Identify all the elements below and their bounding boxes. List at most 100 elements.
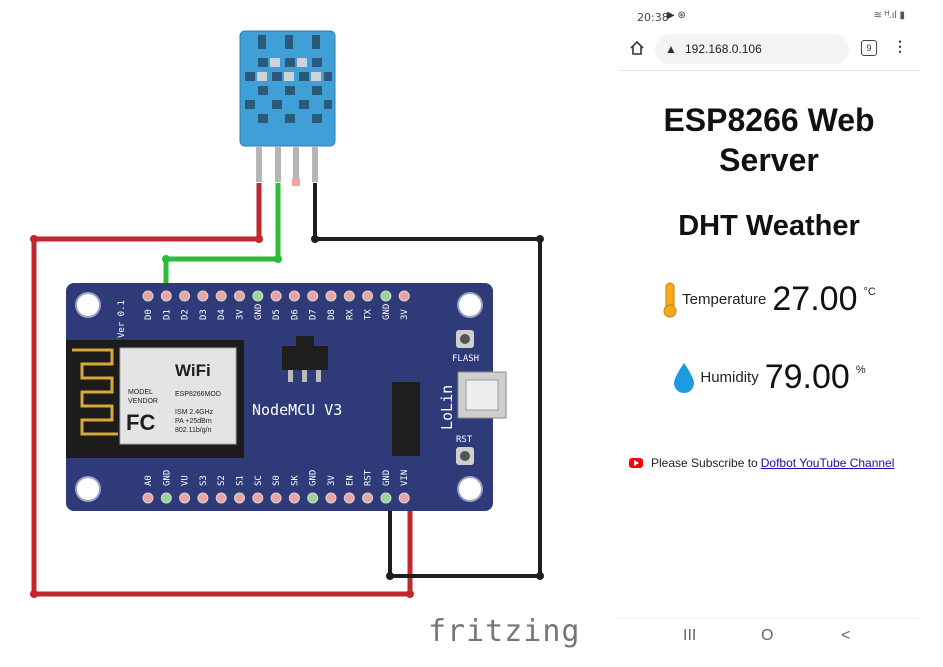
top-pin (270, 290, 282, 302)
signal-battery-icons: ≋ ᴴ.ıl ▮ (873, 10, 905, 21)
top-pin (362, 290, 374, 302)
top-pin (197, 290, 209, 302)
humidity-row: Humidity 79.00 % (619, 358, 919, 397)
top-pin-label: GND (254, 304, 264, 320)
toolbar-divider (619, 70, 919, 71)
top-pin (215, 290, 227, 302)
top-pin (380, 290, 392, 302)
bottom-pin-label: 3V (327, 475, 337, 486)
bottom-pin-label: RST (364, 469, 374, 486)
bottom-pin (325, 492, 337, 504)
phone-screen: 20:38 ▶ ⊛ ≋ ᴴ.ıl ▮ ▲ 192.168.0.106 9 ⋮ E… (619, 0, 919, 662)
wire-green (163, 183, 281, 296)
top-pin-label: GND (382, 304, 392, 320)
top-pin-label: RX (345, 309, 355, 320)
version-label: Ver 0.1 (117, 300, 127, 338)
top-pin-label: D7 (309, 309, 319, 320)
humidity-value: 79.00 (764, 358, 850, 396)
rst-label: RST (456, 435, 473, 445)
bottom-pin (270, 492, 282, 504)
recents-button[interactable]: III (683, 627, 697, 644)
page-title-line-1: ESP8266 Web (663, 102, 875, 138)
humidity-unit: % (855, 364, 866, 376)
page-title-line-2: Server (719, 142, 819, 178)
bottom-pin (380, 492, 392, 504)
youtube-icon (629, 458, 643, 468)
notification-icons: ▶ ⊛ (667, 10, 686, 21)
bottom-pin-label: S3 (199, 475, 209, 486)
wire-red (31, 183, 413, 597)
top-pin (398, 290, 410, 302)
thermometer-icon (663, 282, 677, 317)
module-line-4: ISM 2.4GHz (175, 409, 214, 416)
browser-toolbar: ▲ 192.168.0.106 9 ⋮ (619, 34, 919, 68)
module-line-1: MODEL (128, 389, 153, 396)
temperature-value: 27.00 (772, 280, 858, 318)
wifi-logo-text: WiFi (175, 361, 211, 380)
top-pin-label: TX (364, 309, 374, 320)
android-nav-bar: III O < (619, 618, 919, 663)
top-pin-label: D4 (217, 309, 227, 320)
temperature-unit: °C (863, 286, 876, 298)
top-pin-label: D8 (327, 309, 337, 320)
subscribe-text: Please Subscribe to (651, 456, 758, 470)
bottom-pin (160, 492, 172, 504)
tab-switcher-button[interactable]: 9 (861, 40, 877, 56)
bottom-pin (398, 492, 410, 504)
bottom-pin-label: A0 (144, 475, 154, 486)
address-bar[interactable]: ▲ 192.168.0.106 (655, 34, 849, 64)
bottom-pin (179, 492, 191, 504)
humidity-label: Humidity (700, 369, 759, 386)
top-pin (234, 290, 245, 302)
home-button[interactable]: O (761, 627, 774, 644)
bottom-pin (215, 492, 227, 504)
bottom-pin (307, 492, 319, 504)
bottom-pin-label: GND (162, 470, 172, 486)
overflow-menu-icon[interactable]: ⋮ (893, 38, 907, 54)
dht11-sensor (239, 30, 336, 186)
bottom-pin-label: S1 (236, 475, 246, 486)
top-pin (325, 290, 337, 302)
droplet-icon (674, 362, 695, 393)
module-line-6: 802.11b/g/n (175, 427, 212, 434)
home-icon[interactable] (629, 40, 645, 56)
top-pin (179, 290, 191, 302)
module-line-3: ESP8266MOD (175, 391, 221, 398)
status-bar: 20:38 ▶ ⊛ ≋ ᴴ.ıl ▮ (619, 0, 919, 34)
bottom-pin (234, 492, 245, 504)
url-text: 192.168.0.106 (685, 42, 762, 56)
top-pin-label: D1 (162, 309, 172, 320)
bottom-pin (197, 492, 209, 504)
bottom-pin-label: EN (345, 475, 355, 486)
top-pin (307, 290, 319, 302)
status-time: 20:38 (637, 11, 669, 24)
warning-icon[interactable]: ▲ (665, 42, 677, 56)
bottom-pin-label: VIN (400, 470, 410, 486)
youtube-channel-link[interactable]: Dofbot YouTube Channel (760, 456, 895, 470)
top-pin (288, 290, 300, 302)
top-pin-label: D5 (272, 309, 282, 320)
top-pin-label: 3V (400, 309, 410, 320)
top-pin (343, 290, 355, 302)
temperature-label: Temperature (682, 291, 767, 308)
top-pin-label: D6 (290, 309, 300, 320)
flash-label: FLASH (452, 354, 479, 364)
fritzing-watermark: fritzing (428, 614, 581, 649)
bottom-pin-label: SK (290, 475, 300, 486)
bottom-pin-label: GND (309, 470, 319, 486)
bottom-pin-label: GND (382, 470, 392, 486)
top-pin-label: 3V (236, 309, 246, 320)
top-pin (142, 290, 154, 302)
back-button[interactable]: < (841, 627, 851, 644)
bottom-pin (288, 492, 300, 504)
brand-label: LoLin (438, 385, 456, 430)
fc-logo-text: FC (126, 410, 155, 435)
top-pin-label: D2 (181, 309, 191, 320)
bottom-pin-label: VU (181, 475, 191, 486)
page-title: ESP8266 Web Server (619, 100, 919, 180)
temperature-row: Temperature 27.00 °C (619, 280, 919, 319)
bottom-pin (362, 492, 374, 504)
